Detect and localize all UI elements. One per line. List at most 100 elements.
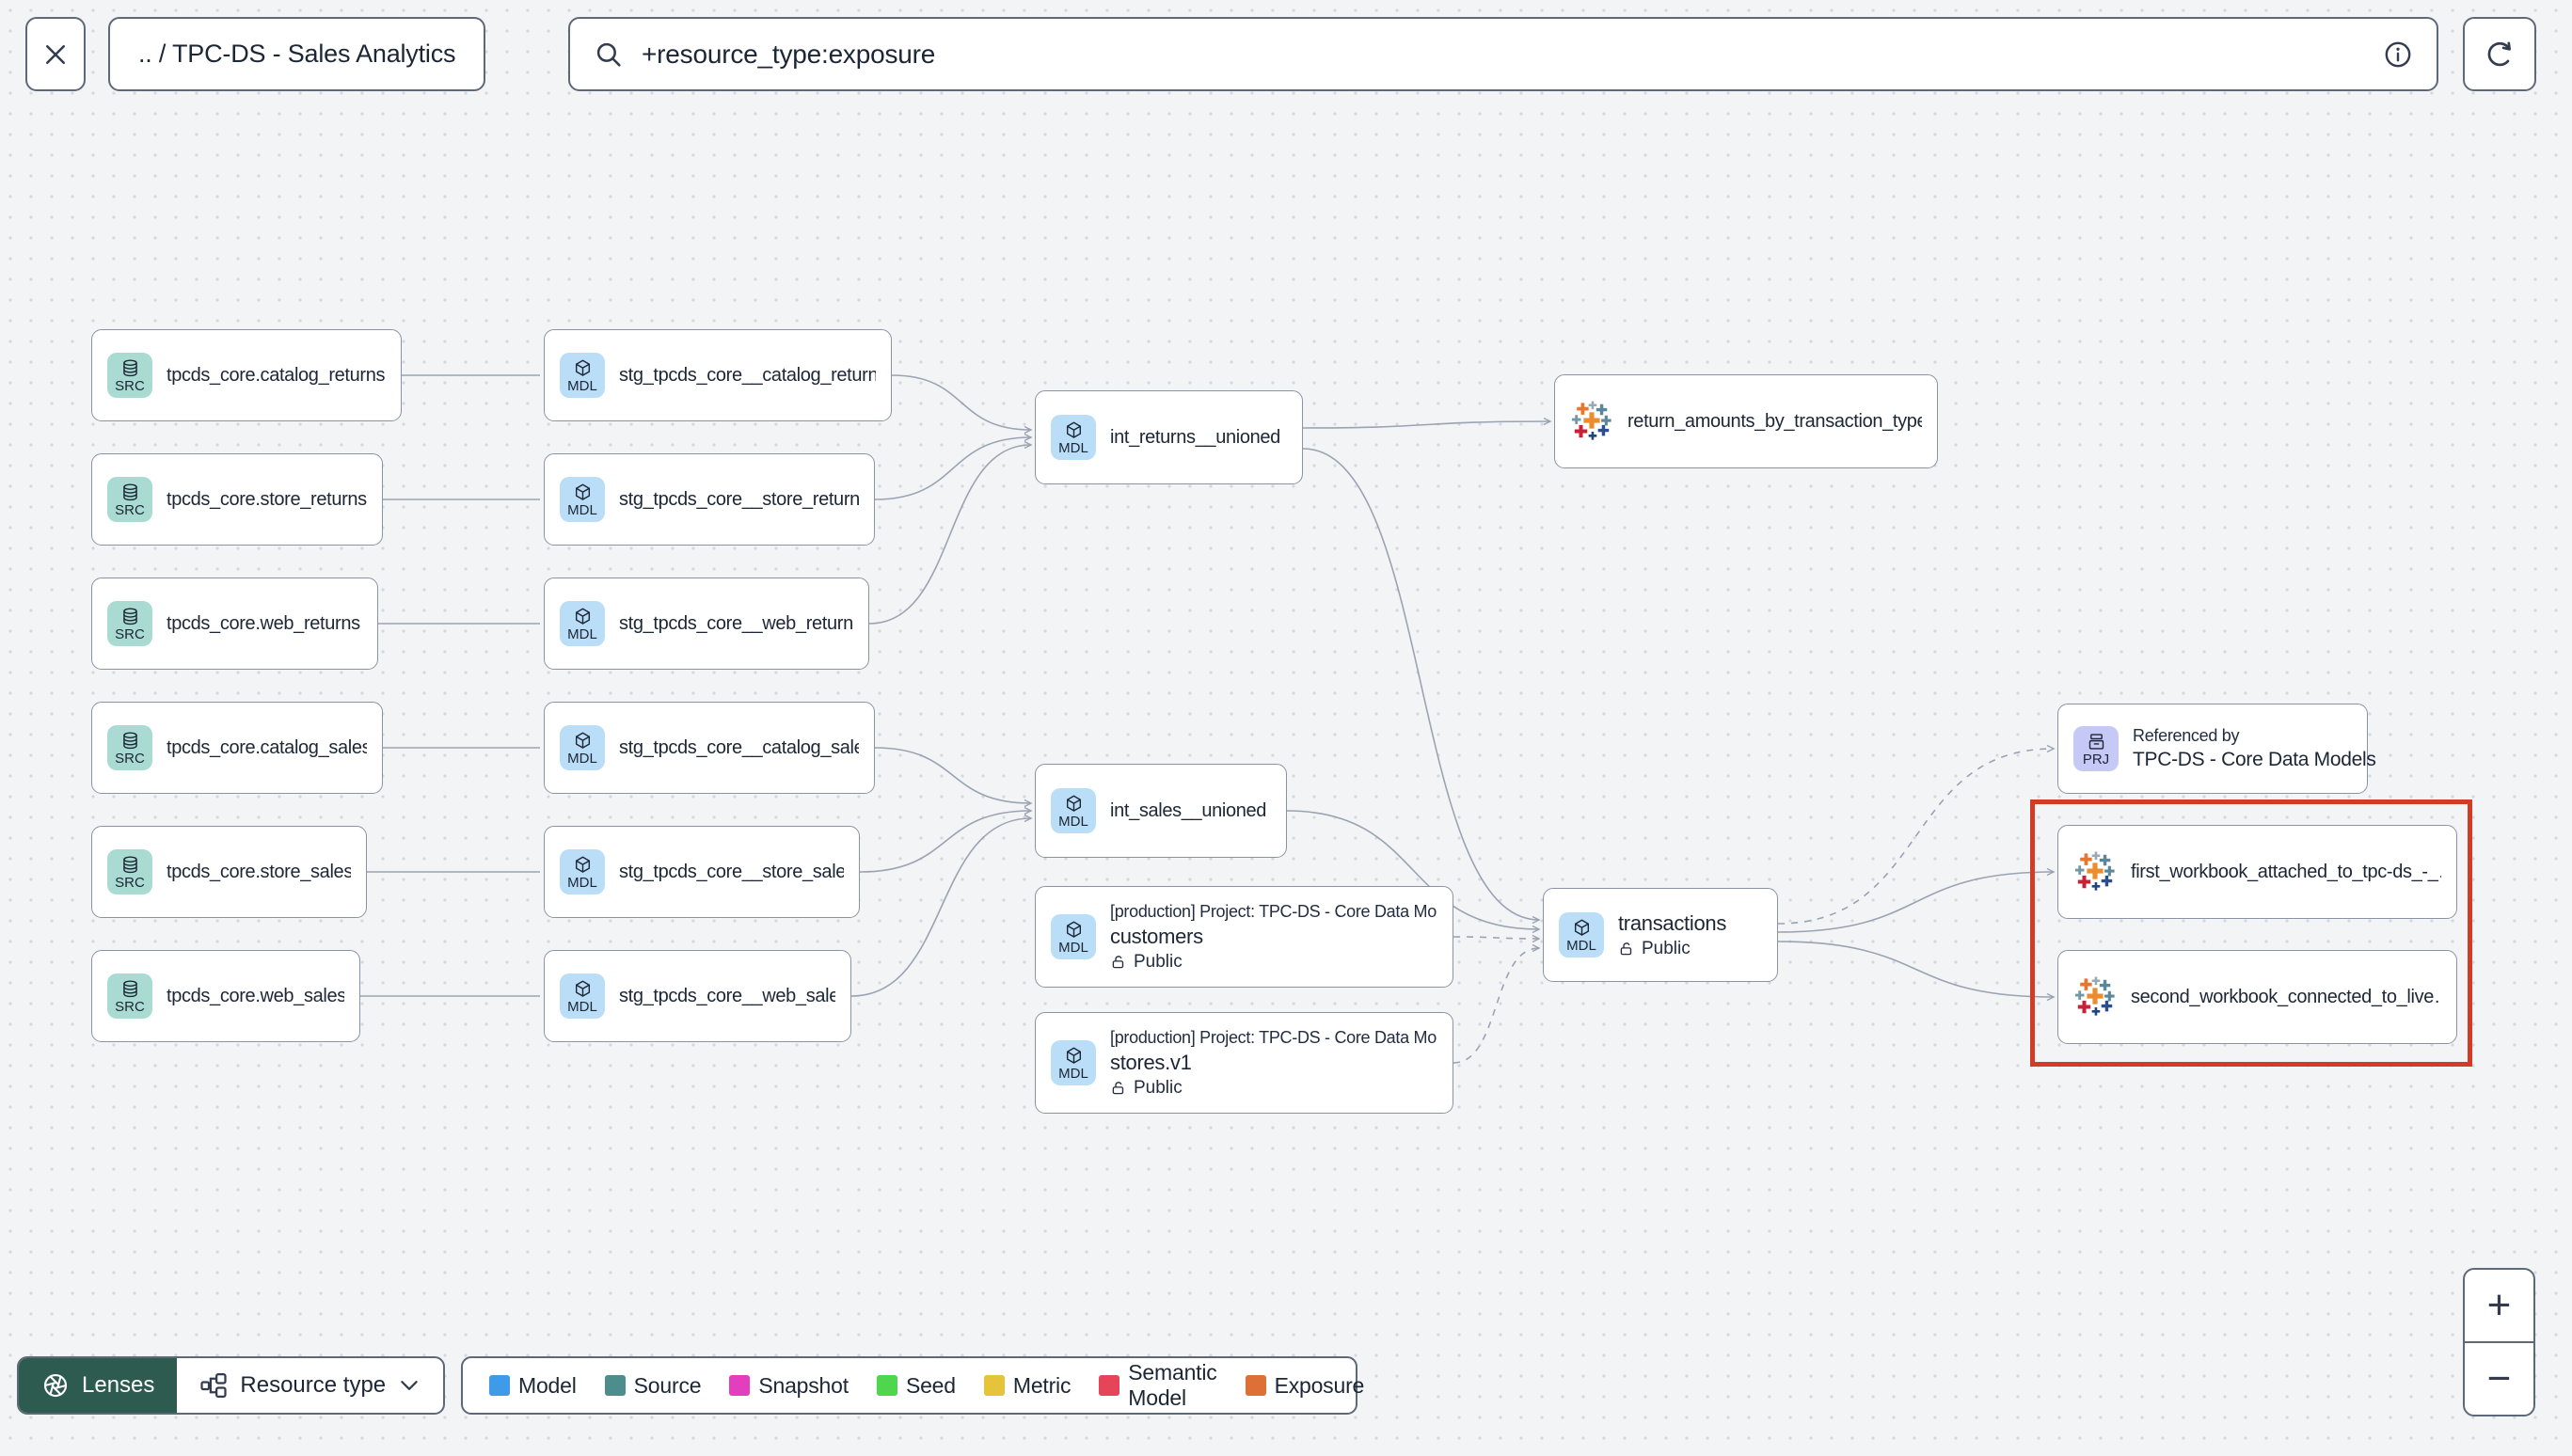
project-badge: PRJ bbox=[2073, 726, 2119, 771]
source-badge: SRC bbox=[107, 477, 152, 522]
model-badge: MDL bbox=[560, 973, 605, 1019]
node-stg_catalog_returns[interactable]: MDL stg_tpcds_core__catalog_returns bbox=[544, 329, 892, 421]
zoom-in-button[interactable]: + bbox=[2465, 1270, 2533, 1343]
source-badge: SRC bbox=[107, 849, 152, 894]
resource-type-label: Resource type bbox=[240, 1372, 387, 1398]
node-exposure_return_amounts[interactable]: return_amounts_by_transaction_type bbox=[1554, 374, 1938, 468]
close-button[interactable] bbox=[25, 17, 86, 91]
search-input[interactable] bbox=[640, 38, 2367, 71]
badge-abbr: MDL bbox=[567, 998, 597, 1015]
node-label: stg_tpcds_core__catalog_returns bbox=[619, 364, 876, 386]
edge-stg_store_sales-to-int_sales_unioned bbox=[859, 811, 1031, 873]
info-icon[interactable] bbox=[2382, 39, 2414, 71]
tableau-icon bbox=[1570, 400, 1613, 443]
breadcrumb[interactable]: .. / TPC-DS - Sales Analytics bbox=[108, 17, 486, 91]
search-bar[interactable] bbox=[568, 17, 2438, 91]
model-badge: MDL bbox=[560, 725, 605, 770]
badge-abbr: SRC bbox=[115, 750, 145, 767]
breadcrumb-label: .. / TPC-DS - Sales Analytics bbox=[138, 40, 456, 68]
badge-abbr: PRJ bbox=[2082, 751, 2110, 768]
source-badge: SRC bbox=[107, 353, 152, 398]
node-label: tpcds_core.store_returns bbox=[167, 488, 367, 510]
tableau-icon bbox=[2073, 975, 2117, 1019]
node-wb_first[interactable]: first_workbook_attached_to_tpc-ds_-_… bbox=[2057, 825, 2457, 919]
node-label: TPC-DS - Core Data Models bbox=[2133, 749, 2376, 770]
unlock-icon bbox=[1618, 941, 1635, 957]
model-badge: MDL bbox=[1559, 912, 1604, 957]
node-stg_web_returns[interactable]: MDL stg_tpcds_core__web_returns bbox=[544, 578, 869, 670]
zoom-out-button[interactable]: − bbox=[2486, 1355, 2512, 1401]
legend-label: Snapshot bbox=[758, 1372, 849, 1398]
legend-label: Source bbox=[633, 1372, 702, 1398]
legend-swatch bbox=[489, 1375, 510, 1396]
node-label: tpcds_core.catalog_sales bbox=[167, 736, 367, 758]
node-customers[interactable]: MDL[production] Project: TPC-DS - Core D… bbox=[1035, 886, 1453, 988]
node-access: Public bbox=[1618, 939, 1726, 959]
legend-item-metric: Metric bbox=[983, 1372, 1072, 1399]
model-badge: MDL bbox=[560, 601, 605, 646]
node-access: Public bbox=[1110, 952, 1437, 973]
lenses-button[interactable]: Lenses bbox=[19, 1358, 178, 1413]
edge-stg_web_returns-to-int_returns_unioned bbox=[868, 445, 1031, 625]
badge-abbr: MDL bbox=[567, 874, 597, 891]
node-project-meta: [production] Project: TPC-DS - Core Data… bbox=[1110, 901, 1437, 921]
badge-abbr: MDL bbox=[1058, 1065, 1088, 1082]
resource-type-dropdown[interactable]: Resource type bbox=[177, 1358, 443, 1413]
edge-transactions-to-project_ref bbox=[1777, 749, 2054, 925]
edge-int_sales_unioned-to-transactions bbox=[1286, 810, 1539, 929]
node-label: first_workbook_attached_to_tpc-ds_-_… bbox=[2131, 861, 2441, 882]
aperture-icon bbox=[41, 1371, 70, 1400]
access-label: Public bbox=[1134, 1077, 1183, 1098]
node-access: Public bbox=[1110, 1078, 1437, 1099]
node-label: second_workbook_connected_to_live… bbox=[2131, 986, 2441, 1007]
node-label: return_amounts_by_transaction_type bbox=[1627, 410, 1922, 432]
badge-abbr: MDL bbox=[567, 625, 597, 642]
search-icon bbox=[593, 39, 625, 71]
model-badge: MDL bbox=[560, 353, 605, 398]
edge-stores_v1-to-transactions bbox=[1453, 948, 1539, 1064]
edge-stg_store_returns-to-int_returns_unioned bbox=[874, 437, 1031, 500]
node-label: stg_tpcds_core__web_returns bbox=[619, 612, 853, 634]
unlock-icon bbox=[1110, 1080, 1127, 1097]
node-src_store_returns[interactable]: SRC tpcds_core.store_returns bbox=[91, 453, 383, 546]
zoom-controls: + − bbox=[2463, 1268, 2535, 1416]
node-stg_store_returns[interactable]: MDL stg_tpcds_core__store_returns bbox=[544, 453, 875, 546]
node-text: [production] Project: TPC-DS - Core Data… bbox=[1110, 902, 1437, 973]
x-icon bbox=[41, 40, 70, 69]
edge-int_returns_unioned-to-exposure_return_amounts bbox=[1302, 421, 1550, 429]
node-stores_v1[interactable]: MDL [production] Project: TPC-DS - Core D… bbox=[1035, 1012, 1453, 1114]
legend-label: Metric bbox=[1012, 1372, 1072, 1398]
chevron-down-icon bbox=[398, 1377, 421, 1394]
node-label: stg_tpcds_core__store_returns bbox=[619, 488, 859, 510]
refresh-button[interactable] bbox=[2463, 17, 2536, 91]
legend-label: Semantic Model bbox=[1128, 1360, 1217, 1410]
legend-swatch bbox=[729, 1375, 751, 1396]
edge-stg_catalog_sales-to-int_sales_unioned bbox=[874, 747, 1031, 803]
tableau-icon bbox=[2073, 850, 2117, 894]
node-text: [production] Project: TPC-DS - Core Data… bbox=[1110, 1028, 1437, 1099]
node-wb_second[interactable]: second_workbook_connected_to_live… bbox=[2057, 950, 2457, 1044]
model-badge: MDL bbox=[560, 477, 605, 522]
access-label: Public bbox=[1642, 938, 1691, 958]
edge-transactions-to-wb_second bbox=[1777, 941, 2054, 997]
model-badge: MDL bbox=[560, 849, 605, 894]
legend-swatch bbox=[1099, 1375, 1120, 1396]
badge-abbr: MDL bbox=[567, 501, 597, 518]
legend-item-semantic-model: Semantic Model bbox=[1099, 1360, 1217, 1411]
node-src_catalog_sales[interactable]: SRC tpcds_core.catalog_sales bbox=[91, 702, 383, 794]
